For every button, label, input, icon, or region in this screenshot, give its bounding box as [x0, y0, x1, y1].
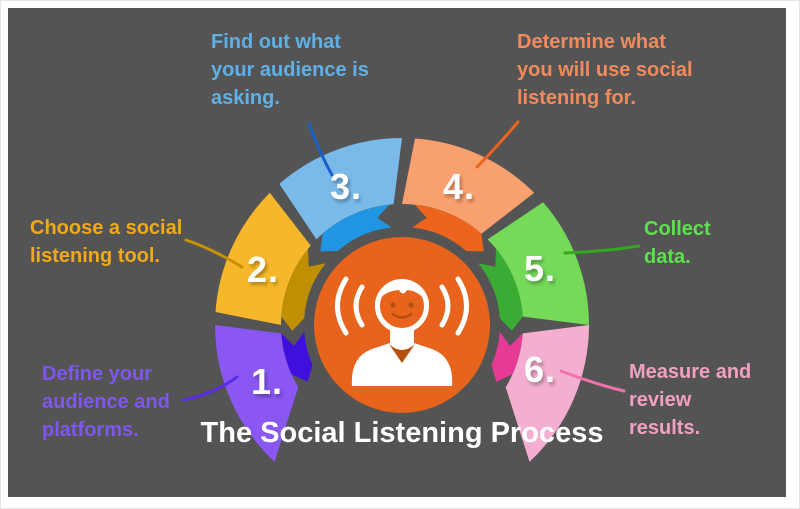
sound-wave-icon	[439, 284, 451, 328]
segment-arrow-band-6	[491, 331, 523, 382]
diagram-title-line2: Listening Process	[353, 417, 604, 449]
listening-person-icon	[335, 276, 469, 386]
eye	[390, 302, 396, 308]
step-number-3: 3.	[329, 166, 363, 207]
wheel-inner-arrow-bands	[281, 204, 523, 382]
segment-petal-2	[215, 192, 311, 325]
label-leader-lines	[181, 120, 641, 402]
step-label-4: Determine what you will use social liste…	[517, 31, 693, 109]
leader-line-2	[184, 238, 244, 269]
leader-line-1	[181, 375, 239, 402]
leader-line-5	[563, 244, 641, 255]
step-label-1: Define your audience and platforms.	[42, 363, 170, 441]
segment-petal-5	[487, 202, 589, 325]
hair	[375, 279, 429, 306]
segment-petal-4	[402, 138, 535, 234]
step-number-5: 5.	[523, 248, 557, 289]
sound-wave-icon	[455, 276, 469, 336]
eye	[408, 302, 414, 308]
smile	[391, 312, 413, 319]
segment-arrow-band-4	[412, 204, 484, 252]
segment-petal-1	[215, 325, 299, 462]
segment-arrow-band-3	[320, 204, 392, 252]
step-label-6: Measure and review results.	[629, 361, 752, 439]
leader-line-6	[559, 369, 626, 393]
leader-line-4	[475, 120, 520, 169]
v-neck	[389, 344, 415, 363]
step-number-2: 2.	[246, 249, 280, 290]
step-number-6: 6.	[523, 349, 557, 390]
segment-petal-3	[279, 138, 402, 240]
step-label-2: Choose a social listening tool.	[30, 217, 183, 267]
step-label-5: Collect data.	[644, 218, 711, 268]
sound-wave-icon	[335, 276, 349, 336]
step-number-1: 1.	[250, 361, 284, 402]
segment-petal-6	[505, 325, 589, 462]
leader-line-3	[307, 122, 334, 177]
segment-arrow-band-2	[281, 248, 326, 331]
diagram-title-line1: The Social	[200, 417, 346, 449]
step-number-4: 4.	[442, 166, 476, 207]
sound-wave-icon	[353, 284, 365, 328]
diagram-title: The Social Listening Process	[201, 415, 604, 451]
segment-arrow-band-5	[478, 248, 523, 331]
wheel-petals	[215, 138, 589, 462]
step-label-3: Find out what your audience is asking.	[211, 31, 369, 109]
segment-arrow-band-1	[281, 331, 313, 382]
